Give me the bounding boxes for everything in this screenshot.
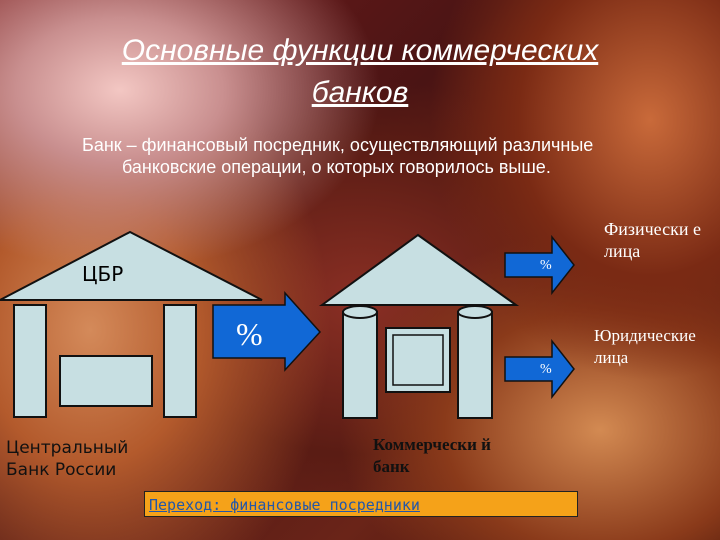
- commercial-bank-label: Коммерчески й банк: [373, 435, 491, 476]
- arrow-to-legal-entities: [504, 338, 575, 400]
- commercial-bank-body: [385, 327, 451, 393]
- central-bank-building: [0, 230, 263, 418]
- arrow-bottom-percent: %: [540, 362, 552, 377]
- commercial-bank-column-right: [457, 311, 493, 419]
- intro-text: Банк – финансовый посредник, осуществляю…: [82, 135, 594, 177]
- slide-title: Основные функции коммерческих банков: [40, 30, 680, 114]
- arrow-big-percent: %: [236, 316, 263, 352]
- commercial-bank-window: [392, 334, 444, 386]
- slide-title-line1: Основные функции коммерческих: [121, 34, 599, 67]
- central-bank-short-label: ЦБР: [82, 262, 124, 286]
- commercial-bank-column-right-cap: [457, 305, 493, 319]
- commercial-bank-roof: [318, 233, 520, 306]
- arrow-cb-to-commercial: [212, 291, 322, 372]
- slide-title-line2: банков: [311, 76, 409, 109]
- central-bank-column-left: [13, 304, 47, 418]
- individuals-label: Физически е лица: [604, 219, 701, 261]
- arrow-top-percent: %: [540, 258, 552, 273]
- commercial-bank-column-left: [342, 311, 378, 419]
- commercial-bank-building: [318, 233, 520, 419]
- financial-intermediaries-link[interactable]: Переход: финансовые посредники: [144, 491, 578, 517]
- commercial-bank-column-left-cap: [342, 305, 378, 319]
- arrow-to-individuals: [504, 234, 575, 296]
- legal-entities-label: Юридические лица: [594, 326, 696, 367]
- central-bank-column-right: [163, 304, 197, 418]
- central-bank-roof: [0, 230, 263, 301]
- central-bank-body: [59, 355, 153, 407]
- central-bank-full-label: Центральный Банк России: [6, 438, 129, 480]
